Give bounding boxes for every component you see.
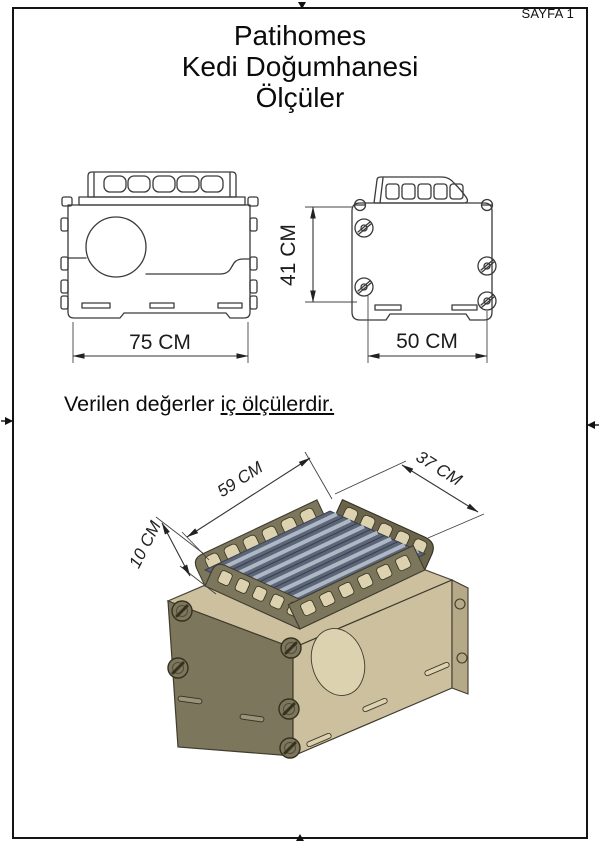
dimension-front-width: 75 CM <box>72 322 249 363</box>
iso-fence-front-right <box>287 544 426 630</box>
note-underlined: iç ölçülerdir. <box>220 392 335 416</box>
title-line-3: Ölçüler <box>255 82 345 113</box>
note-prefix: Verilen değerler <box>64 392 221 416</box>
front-view-drawing <box>60 171 259 319</box>
iso-right-tab <box>454 598 466 610</box>
dimension-front-height: 41 CM <box>277 206 357 303</box>
dimension-side-width: 50 CM <box>367 296 488 363</box>
side-view-body <box>351 202 493 321</box>
centering-mark-left-icon <box>1 417 13 425</box>
dimension-label-front-height: 41 CM <box>277 224 300 286</box>
front-view-body <box>67 204 251 319</box>
front-shelf-line <box>67 257 251 275</box>
title-line-2: Kedi Doğumhanesi <box>181 51 419 82</box>
dimension-label-iso-fence-height: 10 CM <box>125 517 165 571</box>
front-view-side-tabs <box>60 217 258 310</box>
dimension-label-iso-width: 37 CM <box>413 447 466 490</box>
centering-mark-right-icon <box>587 421 599 429</box>
dimension-label-front-width: 75 CM <box>129 331 191 354</box>
side-view-drawing <box>351 176 497 321</box>
dimension-label-iso-length: 59 CM <box>214 457 267 501</box>
iso-right-tab <box>456 652 468 664</box>
iso-view-drawing <box>166 498 469 759</box>
iso-front-panel-slots <box>306 661 450 748</box>
dimension-label-side-width: 50 CM <box>396 330 458 353</box>
iso-entrance-hole <box>310 628 366 696</box>
note-text: Verilen değerler iç ölçülerdir. <box>64 392 334 417</box>
iso-left-panel-slots <box>177 695 265 723</box>
front-view-bottom-slots <box>81 302 243 309</box>
iso-screws <box>167 600 302 759</box>
side-view-top-pins <box>353 198 494 212</box>
iso-right-edge-panel <box>451 579 469 695</box>
side-view-bottom-slots <box>374 304 478 311</box>
side-view-top-rail <box>373 176 469 204</box>
side-view-screws <box>354 218 497 311</box>
page-title: Patihomes Kedi Doğumhanesi Ölçüler <box>0 20 600 113</box>
front-entrance-hole <box>85 216 147 278</box>
iso-fence-front-left <box>204 563 312 630</box>
centering-mark-top-icon <box>298 2 306 9</box>
sheet-number-label: SAYFA 1 <box>521 6 574 21</box>
front-view-top-rail <box>61 171 259 207</box>
title-line-1: Patihomes <box>233 20 367 51</box>
centering-mark-bottom-icon <box>296 834 304 841</box>
